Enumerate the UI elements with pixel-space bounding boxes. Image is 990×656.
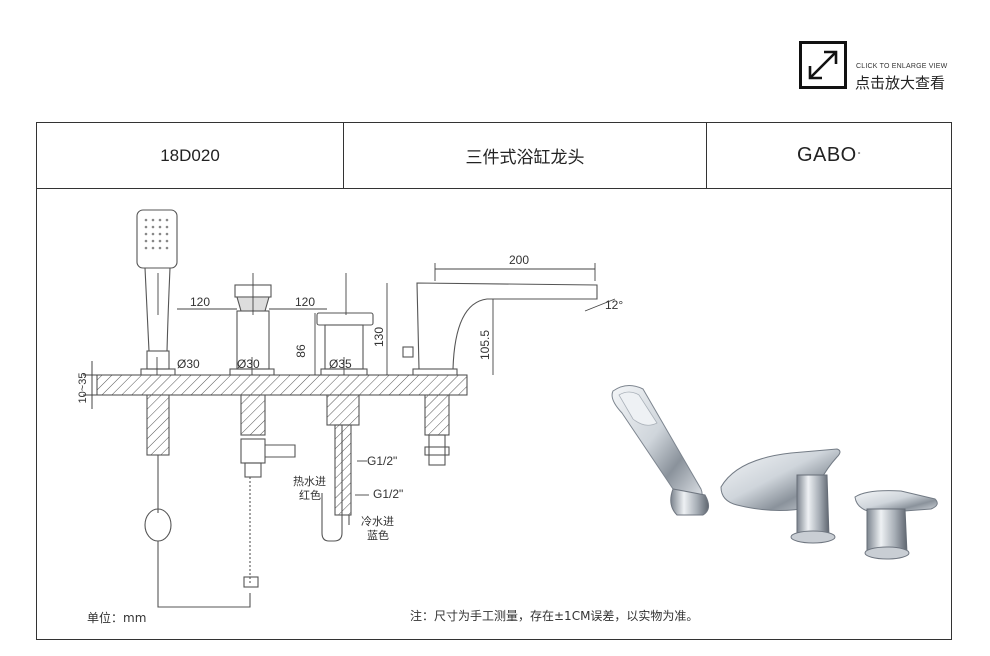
hot-water-label: 热水进 <box>293 475 326 488</box>
deck-section <box>83 374 468 396</box>
dia-30-left: Ø30 <box>177 357 200 371</box>
enlarge-view-button[interactable]: CLICK TO ENLARGE VIEW 点击放大查看 <box>799 41 959 92</box>
dia-30-right: Ø30 <box>237 357 260 371</box>
dia-35: Ø35 <box>329 357 352 371</box>
cold-water-color: 蓝色 <box>367 528 389 542</box>
dim-105: 105.5 <box>478 330 492 360</box>
mixer-handle-outline <box>316 312 374 542</box>
thread-lower: G1/2" <box>373 487 403 501</box>
dim-200: 200 <box>509 253 529 267</box>
hand-shower-outline <box>136 209 251 608</box>
thread-upper: G1/2" <box>367 454 397 468</box>
dim-130: 130 <box>372 327 386 347</box>
product-photo <box>611 385 938 560</box>
brand-name: GABO <box>796 144 857 166</box>
expand-arrows-icon <box>799 41 847 89</box>
sheet-header: 18D020 三件式浴缸龙头 GABO° <box>37 123 951 189</box>
cold-water-label: 冷水进 <box>361 515 394 528</box>
enlarge-label-en: CLICK TO ENLARGE VIEW <box>856 63 948 70</box>
model-number: 18D020 <box>37 123 344 188</box>
measurement-note: 注：尺寸为手工测量，存在±1CM误差，以实物为准。 <box>410 609 699 623</box>
dimension-lines <box>156 263 616 496</box>
deck-thickness-label: 10~35 <box>77 373 89 404</box>
dim-angle: 12° <box>605 298 623 312</box>
dim-120-right: 120 <box>295 295 315 309</box>
brand-mark: ° <box>857 152 862 159</box>
spec-sheet: 18D020 三件式浴缸龙头 GABO° <box>36 122 952 640</box>
brand-logo: GABO° <box>707 123 951 188</box>
spout-outline <box>402 282 598 466</box>
unit-label: 单位：mm <box>87 611 147 625</box>
dim-86: 86 <box>294 344 308 358</box>
hot-water-color: 红色 <box>299 488 321 502</box>
dim-120-left: 120 <box>190 295 210 309</box>
product-name: 三件式浴缸龙头 <box>344 123 707 188</box>
technical-drawing: 10~35 <box>77 209 938 608</box>
diverter-outline <box>229 284 296 588</box>
deck-thickness-dimension: 10~35 <box>77 361 93 409</box>
enlarge-label-cn: 点击放大查看 <box>855 74 946 92</box>
